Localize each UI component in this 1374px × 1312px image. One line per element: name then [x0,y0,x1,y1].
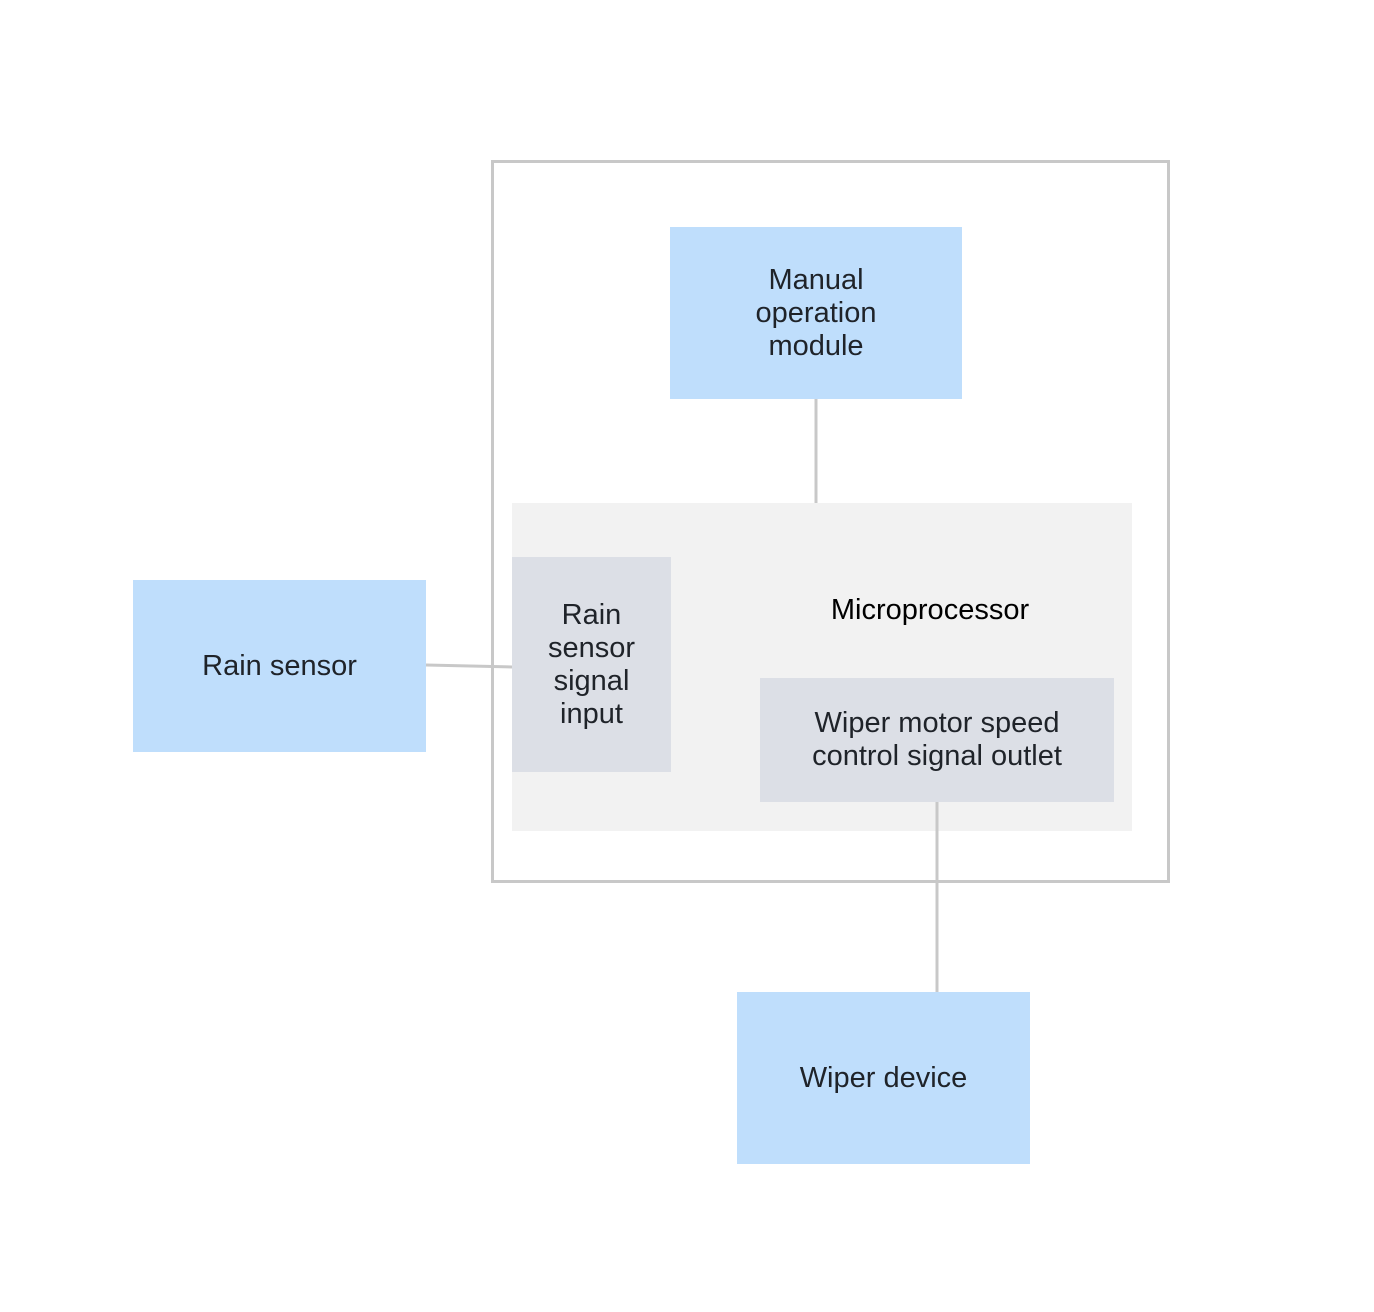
rain-sensor-label: Rain sensor [202,649,357,682]
wiper-device-label: Wiper device [799,1061,968,1094]
rain-sensor-node: Rain sensor [133,580,426,752]
wiper-motor-speed-control-outlet-label: Wiper motor speed control signal outlet [812,707,1062,772]
manual-operation-module: Manual operation module [670,227,962,399]
microprocessor-label: Microprocessor [830,594,1030,626]
wiper-device-node: Wiper device [737,992,1030,1164]
wiper-motor-speed-control-outlet: Wiper motor speed control signal outlet [760,678,1114,802]
manual-operation-module-label: Manual operation module [755,263,877,362]
rain-sensor-signal-input: Rain sensor signal input [512,557,671,772]
rain-sensor-signal-input-label: Rain sensor signal input [547,598,636,730]
